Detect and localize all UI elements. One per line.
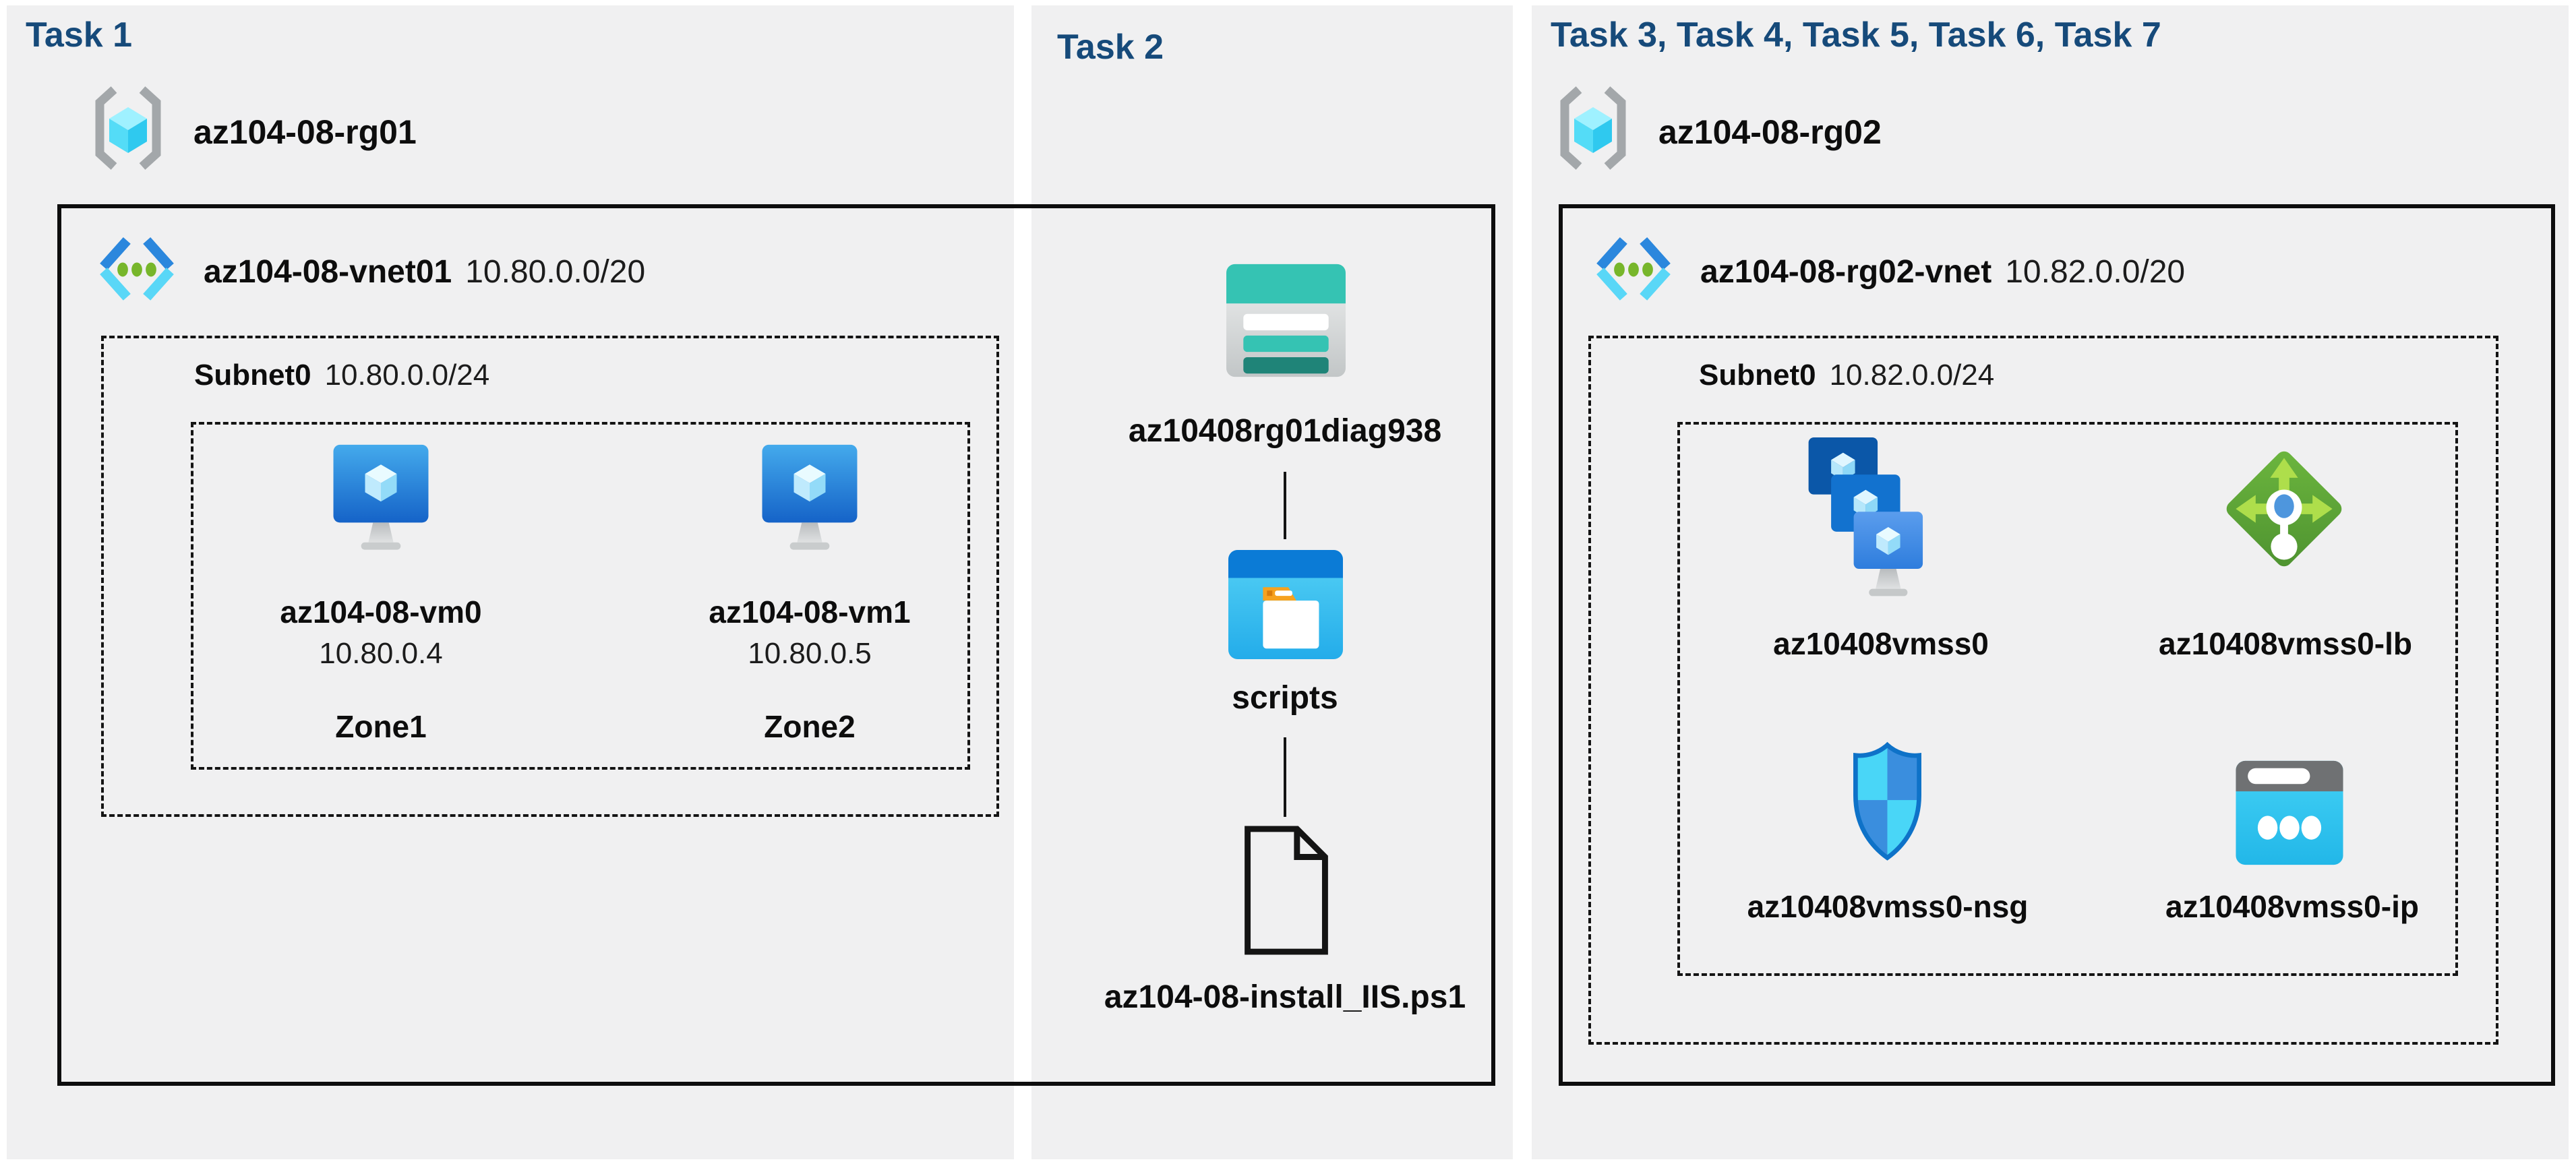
vnet-task3: az104-08-rg02-vnet 10.82.0.0/20 <box>1591 235 2185 309</box>
vnet-name: az104-08-rg02-vnet 10.82.0.0/20 <box>1700 253 2185 290</box>
vm1-ip: 10.80.0.5 <box>748 637 872 670</box>
container-name: scripts <box>1232 680 1338 716</box>
network-security-group-icon <box>1845 739 1929 867</box>
vm-group-box-task1 <box>191 422 970 770</box>
connector-storage-scripts <box>1284 472 1286 539</box>
task1-title: Task 1 <box>26 16 133 55</box>
vnet-icon <box>94 235 179 309</box>
virtual-machine-icon <box>327 442 435 571</box>
panel-task1 <box>7 5 1014 1159</box>
resource-group-icon <box>1556 82 1630 181</box>
blob-container-icon <box>1226 547 1346 665</box>
resource-group-task1: az104-08-rg01 <box>91 82 417 181</box>
vnet-task1: az104-08-vnet01 10.80.0.0/20 <box>94 235 645 309</box>
public-ip-name: az10408vmss0-ip <box>2165 889 2419 924</box>
panel-task3 <box>1532 5 2569 1159</box>
vnet-name: az104-08-vnet01 10.80.0.0/20 <box>204 253 645 290</box>
vnet-box-task3 <box>1559 204 2555 1086</box>
virtual-machine-icon <box>756 442 864 571</box>
subnet-label-task3: Subnet0 10.82.0.0/24 <box>1699 359 1994 392</box>
task3-title: Task 3, Task 4, Task 5, Task 6, Task 7 <box>1551 16 2161 55</box>
subnet-box-task1 <box>101 336 999 817</box>
nsg-name: az10408vmss0-nsg <box>1747 889 2029 924</box>
vnet-cidr-text: 10.82.0.0/20 <box>2005 254 2186 290</box>
subnet-cidr-text: 10.82.0.0/24 <box>1829 359 1995 392</box>
storage-account-icon <box>1224 262 1348 383</box>
task2-title: Task 2 <box>1057 28 1164 67</box>
subnet-cidr-text: 10.80.0.0/24 <box>324 359 490 392</box>
vm-scale-set-icon <box>1803 435 1958 617</box>
resource-group-task3: az104-08-rg02 <box>1556 82 1882 181</box>
vnet-icon <box>1591 235 1676 309</box>
vm1-name: az104-08-vm1 <box>709 594 911 630</box>
resource-group-inner-box-task3 <box>1677 422 2458 976</box>
connector-scripts-file <box>1284 737 1286 817</box>
load-balancer-icon <box>2215 439 2354 582</box>
vm0-ip: 10.80.0.4 <box>319 637 443 670</box>
vnet-name-text: az104-08-rg02-vnet <box>1700 254 1992 290</box>
subnet-label-task1: Subnet0 10.80.0.0/24 <box>194 359 489 392</box>
script-file-icon <box>1239 824 1334 960</box>
vnet-name-text: az104-08-vnet01 <box>204 254 452 290</box>
storage-account-name: az10408rg01diag938 <box>1128 413 1442 449</box>
vnet-box-task1 <box>57 204 1495 1086</box>
vmss-name: az10408vmss0 <box>1773 626 1989 661</box>
resource-group-icon <box>91 82 165 181</box>
vnet-cidr-text: 10.80.0.0/20 <box>465 254 646 290</box>
resource-group-name: az104-08-rg02 <box>1658 113 1882 151</box>
load-balancer-name: az10408vmss0-lb <box>2159 626 2412 661</box>
vm1-block: az104-08-vm1 10.80.0.5 Zone2 <box>671 442 948 745</box>
script-file-name: az104-08-install_IIS.ps1 <box>1104 979 1466 1015</box>
resource-group-name: az104-08-rg01 <box>193 113 417 151</box>
vm1-zone: Zone2 <box>764 709 856 744</box>
vm0-zone: Zone1 <box>335 709 427 744</box>
vm0-name: az104-08-vm0 <box>280 594 482 630</box>
vm0-block: az104-08-vm0 10.80.0.4 Zone1 <box>243 442 519 745</box>
subnet-box-task3 <box>1588 336 2498 1045</box>
subnet-name-text: Subnet0 <box>194 359 311 392</box>
public-ip-icon <box>2233 758 2346 871</box>
subnet-name-text: Subnet0 <box>1699 359 1816 392</box>
